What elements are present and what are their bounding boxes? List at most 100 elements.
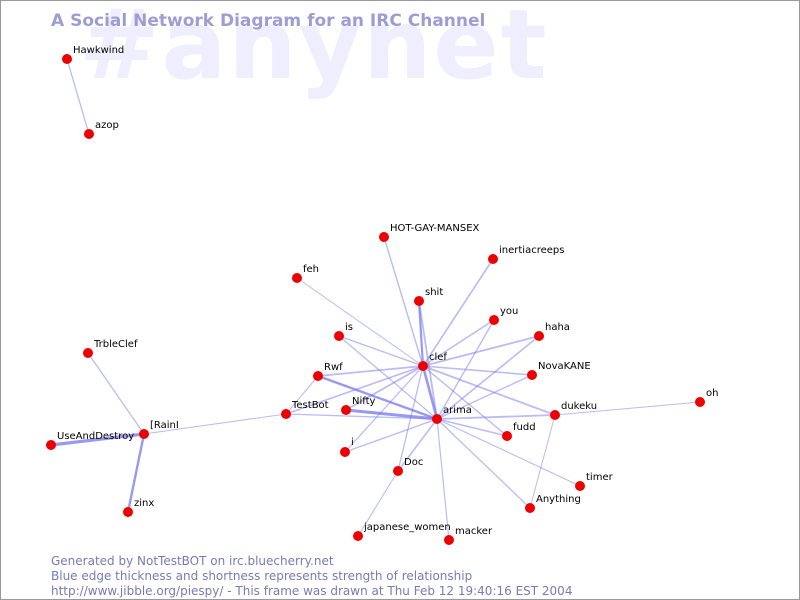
edge-haha-arima: [436, 335, 540, 420]
node-dot: [393, 466, 403, 476]
node-dot: [46, 440, 56, 450]
edge-arima-anything: [436, 418, 531, 509]
node-haha: haha: [534, 322, 570, 341]
edge-rwf-arima: [317, 374, 438, 421]
node-testbot: TestBot: [281, 400, 329, 419]
node-dot: [489, 315, 499, 325]
node-label: clef: [429, 352, 447, 363]
node-label: inertiacreeps: [499, 245, 564, 256]
edge-clef-i: [344, 365, 424, 453]
node-label: arima: [443, 405, 472, 416]
node-label: NovaKANE: [538, 361, 591, 372]
edge-arima-doc: [397, 418, 438, 472]
node-dot: [62, 54, 72, 64]
node-shit: shit: [414, 287, 443, 306]
node-dukeku: dukeku: [550, 401, 597, 420]
edge-clef-arima: [421, 365, 439, 420]
edges-layer: [50, 58, 701, 541]
node-is: is: [334, 322, 353, 341]
node-i: i: [340, 437, 354, 457]
node-dot: [334, 331, 344, 341]
node-label: haha: [545, 322, 570, 333]
edge-testbot-rwf: [285, 375, 319, 415]
node-timer: timer: [575, 472, 614, 491]
node-you: you: [489, 306, 518, 325]
node-label: oh: [706, 388, 718, 399]
edge-testbot-arima: [285, 413, 438, 420]
node-dot: [139, 429, 149, 439]
node-label: Anything: [536, 494, 581, 505]
node-label: [RainI: [150, 420, 179, 431]
node-arima: arima: [432, 405, 472, 424]
node-dot: [353, 531, 363, 541]
edge-inertia-clef: [422, 258, 494, 367]
node-label: Hawkwind: [73, 45, 124, 56]
edge-arima-fudd: [436, 418, 508, 437]
node-nifty: Nifty: [341, 396, 376, 415]
node-label: zinx: [134, 498, 154, 509]
edge-dukeku-anything: [529, 414, 556, 509]
edge-clef-doc: [397, 365, 424, 472]
node-oh: oh: [695, 388, 718, 407]
node-anything: Anything: [525, 494, 581, 513]
edge-hot-clef: [383, 236, 424, 367]
edge-arima-timer: [436, 418, 581, 487]
footer-generated-by: Generated by NotTestBOT on irc.bluecherr…: [51, 554, 334, 568]
edge-shit-arima: [418, 300, 438, 420]
node-label: UseAndDestroy: [57, 431, 134, 442]
node-irainl: [RainI: [139, 420, 179, 439]
node-novakane: NovaKANE: [527, 361, 591, 380]
node-inertia: inertiacreeps: [488, 245, 564, 264]
edge-arima-i: [344, 418, 438, 453]
channel-watermark: #anynet: [79, 0, 549, 101]
node-label: TestBot: [291, 400, 329, 411]
node-dot: [527, 370, 537, 380]
node-dot: [550, 410, 560, 420]
edge-trbleclef-irainl: [87, 352, 145, 435]
edge-novakane-clef: [422, 365, 533, 376]
node-dot: [123, 507, 133, 517]
node-dot: [83, 348, 93, 358]
node-label: Nifty: [352, 396, 376, 407]
node-feh: feh: [292, 264, 319, 283]
edge-arima-dukeku: [436, 414, 556, 420]
node-useanddestroy: UseAndDestroy: [46, 431, 134, 450]
edge-is-arima: [338, 335, 438, 420]
edge-hawkwind-azop: [66, 58, 90, 135]
node-doc: Doc: [393, 457, 423, 476]
edge-haha-clef: [422, 335, 540, 367]
node-label: fudd: [513, 422, 536, 433]
node-trbleclef: TrbleClef: [83, 339, 138, 358]
node-dot: [695, 397, 705, 407]
edge-you-clef: [422, 319, 495, 367]
edge-shit-clef: [417, 300, 425, 367]
node-label: HOT-GAY-MANSEX: [390, 223, 480, 234]
node-label: timer: [586, 472, 614, 483]
node-hot: HOT-GAY-MANSEX: [379, 223, 480, 242]
node-clef: clef: [418, 352, 447, 371]
edge-dukeku-oh: [554, 401, 701, 416]
node-azop: azop: [84, 120, 119, 139]
node-dot: [534, 331, 544, 341]
edge-is-clef: [338, 335, 424, 367]
node-dot: [525, 503, 535, 513]
node-label: i: [351, 437, 354, 448]
node-label: japanese_women: [363, 522, 451, 533]
node-dot: [292, 273, 302, 283]
node-dot: [414, 296, 424, 306]
node-dot: [575, 481, 585, 491]
node-label: TrbleClef: [93, 339, 138, 350]
node-rwf: Rwf: [313, 362, 343, 381]
node-dot: [340, 447, 350, 457]
node-dot: [488, 254, 498, 264]
node-hawkwind: Hawkwind: [62, 45, 124, 64]
node-dot: [502, 431, 512, 441]
node-label: azop: [95, 120, 119, 131]
edge-clef-dukeku: [422, 365, 556, 416]
node-dot: [444, 535, 454, 545]
node-label: feh: [303, 264, 319, 275]
edge-clef-fudd: [422, 365, 508, 437]
node-label: Rwf: [324, 362, 343, 373]
